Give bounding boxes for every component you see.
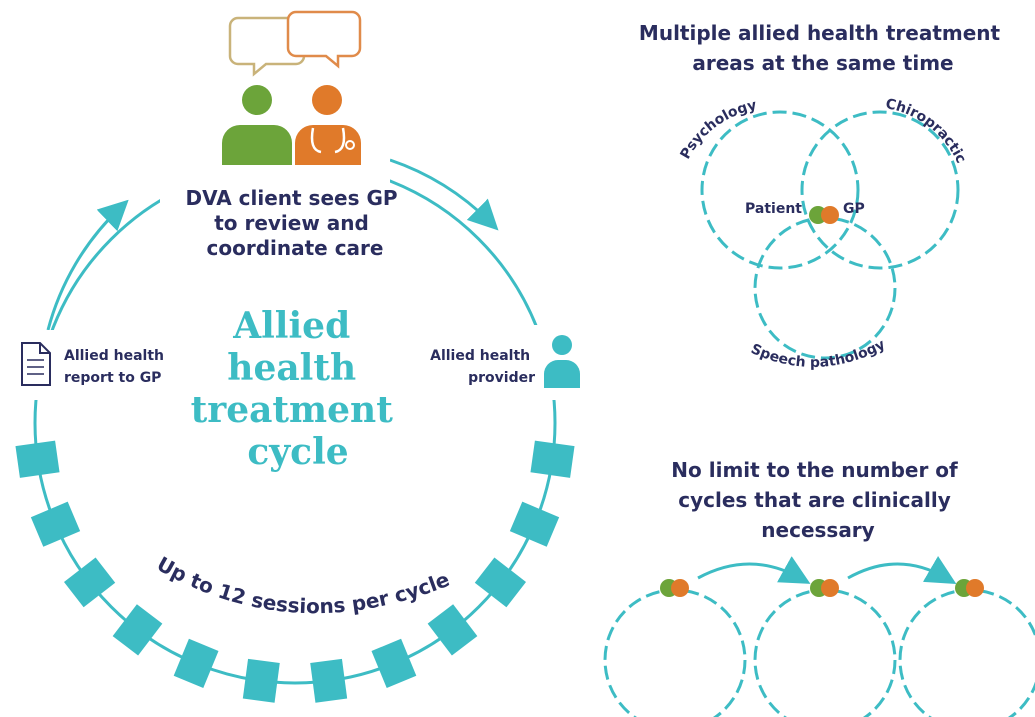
chiropractic-circle xyxy=(800,110,960,270)
session-block xyxy=(310,658,348,703)
psychology-circle xyxy=(700,110,860,270)
cycle-circle-2 xyxy=(753,588,897,717)
session-blocks xyxy=(15,440,575,703)
gp-dot-3 xyxy=(966,579,984,597)
cycle-arrow-left xyxy=(46,199,129,331)
patient-label: Patient xyxy=(745,201,802,217)
session-block xyxy=(63,557,116,608)
multiple-areas-title: Multiple allied health treatment areas a… xyxy=(639,21,1007,75)
sessions-label: Up to 12 sessions per cycle xyxy=(153,552,453,619)
no-limit-section: No limit to the number of cycles that ar… xyxy=(603,458,1035,717)
main-cycle: DVA client sees GP to review and coordin… xyxy=(15,10,590,703)
report-label: Allied health report to GP xyxy=(64,348,169,386)
gp-dot-1 xyxy=(671,579,689,597)
gp-visit-label: DVA client sees GP to review and coordin… xyxy=(186,186,405,260)
patient-icon xyxy=(222,85,292,165)
provider-icon xyxy=(544,335,580,388)
doctor-icon xyxy=(295,85,361,165)
session-block xyxy=(474,557,527,608)
next-cycle-arrow-2 xyxy=(847,555,957,585)
session-block xyxy=(427,604,478,656)
speech-pathology-circle xyxy=(753,216,897,360)
speech-pathology-label: Speech pathology xyxy=(748,337,887,371)
session-block xyxy=(30,501,81,547)
session-block xyxy=(530,440,575,478)
chiropractic-label: Chiropractic xyxy=(884,96,969,166)
cycle-arrow-right xyxy=(389,158,499,231)
provider-label: Allied health provider xyxy=(430,348,535,386)
session-block xyxy=(112,604,163,656)
cycle-circle-3 xyxy=(898,588,1035,717)
multiple-areas-section: Multiple allied health treatment areas a… xyxy=(639,21,1007,371)
no-limit-title: No limit to the number of cycles that ar… xyxy=(671,458,964,542)
document-icon xyxy=(21,342,51,386)
speech-bubble-icon xyxy=(228,10,362,77)
session-block xyxy=(15,440,60,478)
session-block xyxy=(242,658,280,703)
gp-label: GP xyxy=(843,201,865,217)
session-block xyxy=(173,638,219,688)
next-cycle-arrow-1 xyxy=(697,556,811,584)
psychology-label: Psychology xyxy=(677,97,758,162)
session-block xyxy=(371,638,417,688)
cycle-title: Allied health treatment cycle xyxy=(191,305,406,473)
gp-dot xyxy=(821,206,839,224)
cycle-circle-1 xyxy=(603,588,747,717)
gp-dot-2 xyxy=(821,579,839,597)
session-block xyxy=(509,501,560,547)
